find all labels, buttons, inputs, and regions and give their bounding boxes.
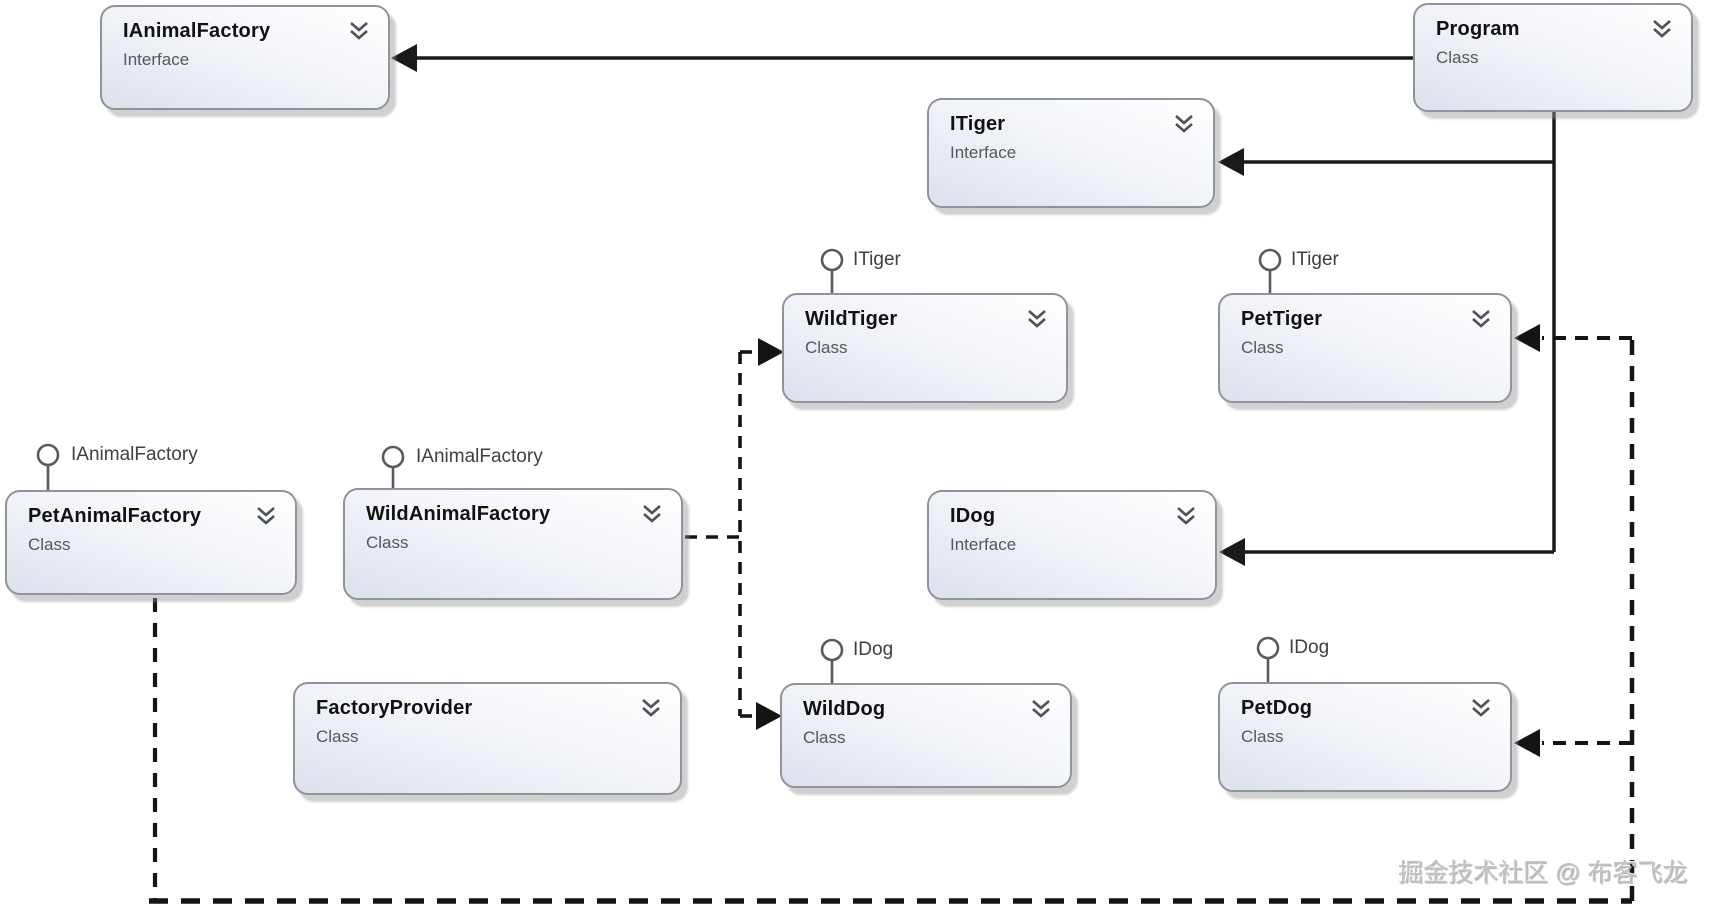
node-title: WildDog — [803, 698, 886, 720]
class-box-wilddog[interactable]: WildDog Class — [780, 683, 1072, 788]
node-title: WildAnimalFactory — [366, 503, 551, 525]
class-box-factoryprovider[interactable]: FactoryProvider Class — [293, 682, 682, 795]
expand-chevron-icon[interactable] — [347, 21, 371, 41]
edge-arrow-petdog — [1514, 729, 1540, 757]
node-title: ITiger — [950, 113, 1006, 135]
node-kind: Interface — [123, 50, 190, 69]
lollipop-icons — [36, 248, 1282, 685]
node-title: Program — [1436, 18, 1520, 40]
expand-chevron-icon[interactable] — [1469, 698, 1493, 718]
edge-wildanimalfactory-branch — [685, 350, 760, 718]
lollipop-label: ITiger — [1291, 249, 1339, 270]
node-title: IDog — [950, 505, 996, 527]
node-kind: Interface — [950, 535, 1017, 554]
node-title: PetTiger — [1241, 308, 1323, 330]
class-box-idog[interactable]: IDog Interface — [927, 490, 1217, 600]
node-title: IAnimalFactory — [123, 20, 271, 42]
expand-chevron-icon[interactable] — [1029, 699, 1053, 719]
expand-chevron-icon[interactable] — [1174, 506, 1198, 526]
class-box-program[interactable]: Program Class — [1413, 3, 1693, 112]
node-title: PetDog — [1241, 697, 1313, 719]
lollipop-label: IDog — [1289, 637, 1330, 658]
class-box-petanimalfactory[interactable]: PetAnimalFactory Class — [5, 490, 297, 595]
node-title: WildTiger — [805, 308, 898, 330]
node-kind: Class — [1241, 338, 1284, 357]
expand-chevron-icon[interactable] — [254, 506, 278, 526]
edge-program-idog — [1219, 538, 1554, 566]
lollipop-label: ITiger — [853, 249, 901, 270]
node-kind: Class — [1241, 727, 1284, 746]
expand-chevron-icon[interactable] — [1172, 114, 1196, 134]
lollipop-label: IAnimalFactory — [71, 444, 198, 465]
node-kind: Class — [316, 727, 359, 746]
edge-arrow-wildtiger — [758, 338, 784, 366]
class-box-wildanimalfactory[interactable]: WildAnimalFactory Class — [343, 488, 683, 600]
edge-arrow-pettiger — [1514, 324, 1540, 352]
lollipop-label: IDog — [853, 639, 894, 660]
node-kind: Class — [1436, 48, 1479, 67]
watermark: 掘金技术社区 @ 布客飞龙 — [1398, 859, 1688, 887]
class-box-ianimalfactory[interactable]: IAnimalFactory Interface — [100, 5, 390, 110]
lollipop-label: IAnimalFactory — [416, 446, 543, 467]
expand-chevron-icon[interactable] — [639, 698, 663, 718]
edge-petanimalfactory-branch — [149, 336, 1635, 904]
edge-program-ianimalfactory — [391, 44, 1413, 72]
expand-chevron-icon[interactable] — [640, 504, 664, 524]
edge-program-itiger — [1218, 148, 1554, 176]
node-title: FactoryProvider — [316, 697, 473, 719]
node-kind: Interface — [950, 143, 1017, 162]
class-box-itiger[interactable]: ITiger Interface — [927, 98, 1215, 208]
node-kind: Class — [805, 338, 848, 357]
expand-chevron-icon[interactable] — [1650, 19, 1674, 39]
class-box-pettiger[interactable]: PetTiger Class — [1218, 293, 1512, 403]
node-title: PetAnimalFactory — [28, 505, 202, 527]
class-box-petdog[interactable]: PetDog Class — [1218, 682, 1512, 792]
node-kind: Class — [803, 728, 846, 747]
edge-arrow-wilddog — [756, 702, 782, 730]
expand-chevron-icon[interactable] — [1469, 309, 1493, 329]
class-box-wildtiger[interactable]: WildTiger Class — [782, 293, 1068, 403]
node-kind: Class — [366, 533, 409, 552]
node-kind: Class — [28, 535, 71, 554]
expand-chevron-icon[interactable] — [1025, 309, 1049, 329]
